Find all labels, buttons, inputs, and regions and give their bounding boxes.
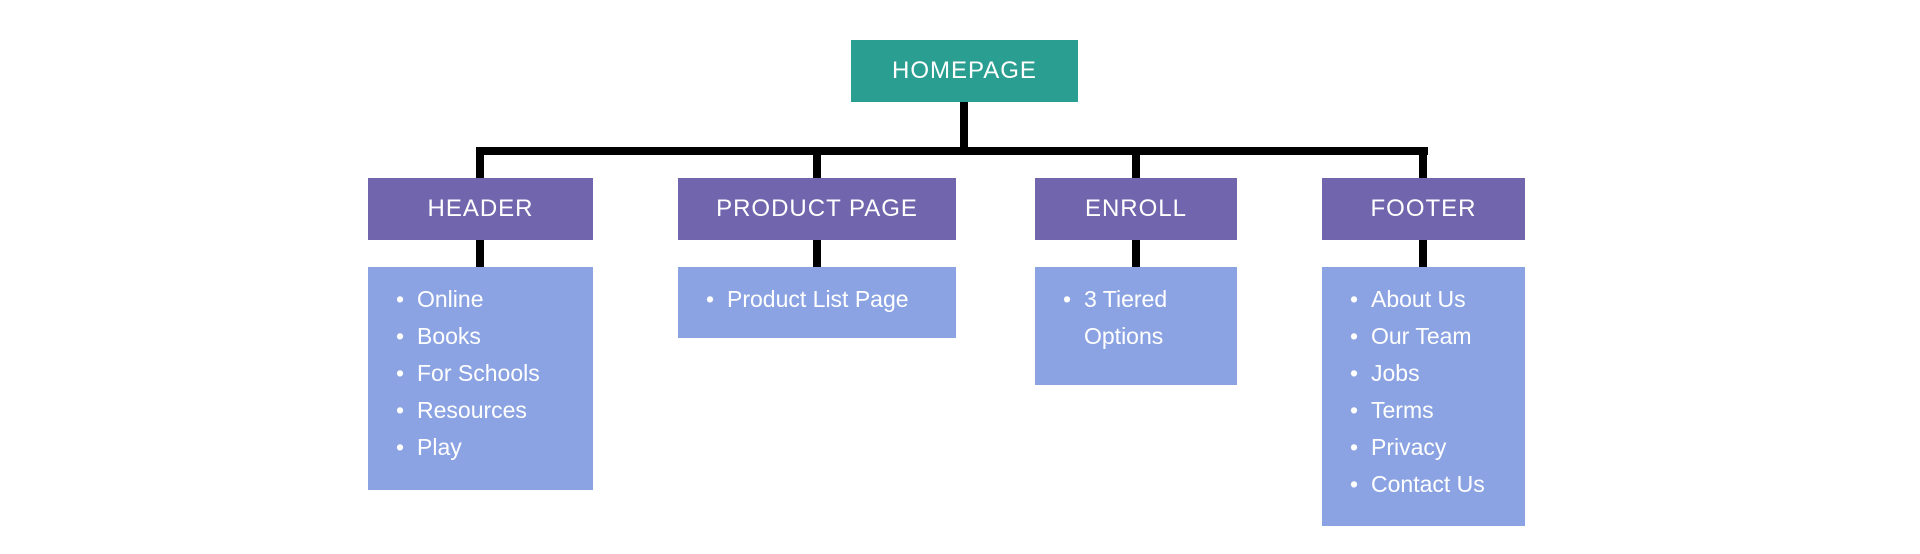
- connector-drop-product-page: [813, 147, 821, 178]
- connector-horizontal-line: [476, 147, 1428, 155]
- section-node-enroll: ENROLL: [1035, 178, 1237, 240]
- connector-stub-header: [476, 240, 484, 267]
- section-node-header: HEADER: [368, 178, 593, 240]
- list-item: Privacy: [1350, 429, 1519, 466]
- list-header-items: OnlineBooksFor SchoolsResourcesPlay: [396, 281, 587, 466]
- list-box-enroll: 3 Tiered Options: [1035, 267, 1237, 385]
- list-item: Contact Us: [1350, 466, 1519, 503]
- connector-drop-header: [476, 147, 484, 178]
- connector-stub-enroll: [1132, 240, 1140, 267]
- list-item: Terms: [1350, 392, 1519, 429]
- list-item: Resources: [396, 392, 587, 429]
- section-label-product-page: PRODUCT PAGE: [716, 195, 918, 222]
- connector-stub-footer: [1419, 240, 1427, 267]
- connector-stub-product-page: [813, 240, 821, 267]
- list-box-product-page: Product List Page: [678, 267, 956, 338]
- section-label-footer: FOOTER: [1370, 195, 1477, 222]
- section-label-header: HEADER: [427, 195, 534, 222]
- list-product-page-items: Product List Page: [706, 281, 950, 318]
- list-item: About Us: [1350, 281, 1519, 318]
- list-item: Play: [396, 429, 587, 466]
- homepage-node-label: HOMEPAGE: [892, 57, 1037, 84]
- list-item: Jobs: [1350, 355, 1519, 392]
- list-box-header: OnlineBooksFor SchoolsResourcesPlay: [368, 267, 593, 490]
- list-item: Online: [396, 281, 587, 318]
- list-item: 3 Tiered Options: [1063, 281, 1231, 355]
- list-item: Product List Page: [706, 281, 950, 318]
- list-item: Books: [396, 318, 587, 355]
- homepage-node: HOMEPAGE: [851, 40, 1078, 102]
- connector-root-stem: [960, 102, 968, 147]
- section-label-enroll: ENROLL: [1084, 195, 1188, 222]
- list-item: For Schools: [396, 355, 587, 392]
- section-node-product-page: PRODUCT PAGE: [678, 178, 956, 240]
- list-footer-items: About UsOur TeamJobsTermsPrivacyContact …: [1350, 281, 1519, 503]
- connector-drop-footer: [1419, 147, 1427, 178]
- list-box-footer: About UsOur TeamJobsTermsPrivacyContact …: [1322, 267, 1525, 526]
- section-node-footer: FOOTER: [1322, 178, 1525, 240]
- connector-drop-enroll: [1132, 147, 1140, 178]
- list-item: Our Team: [1350, 318, 1519, 355]
- list-enroll-items: 3 Tiered Options: [1063, 281, 1231, 355]
